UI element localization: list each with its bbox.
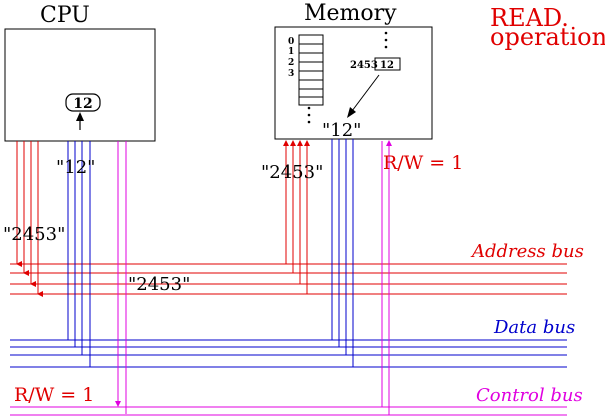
cpu-box <box>4 28 156 142</box>
cpu-address-sent-label: "2453" <box>3 224 65 245</box>
cpu-register <box>65 93 101 112</box>
memory-label: Memory <box>304 1 397 26</box>
cpu-label: CPU <box>40 3 90 28</box>
memory-row-label-3: 3 <box>288 69 294 79</box>
memory-stack-ellipsis <box>307 106 311 124</box>
memory-row-label-2: 2 <box>288 58 294 68</box>
cpu-data-lines <box>67 141 91 367</box>
data-bus-lines <box>10 339 567 368</box>
memory-read-arrow <box>351 74 380 112</box>
memory-rw-label: R/W = 1 <box>383 152 463 174</box>
memory-cell-stack <box>298 34 324 106</box>
memory-addressed-cell <box>374 57 401 71</box>
memory-address-lines <box>283 140 310 294</box>
address-bus-label: Address bus <box>470 241 584 262</box>
memory-address-received-label: "2453" <box>261 162 323 183</box>
memory-upper-ellipsis <box>384 31 388 49</box>
address-bus-lines <box>10 263 567 295</box>
data-bus-label: Data bus <box>493 317 575 338</box>
title-line-1: READ. <box>490 4 569 32</box>
cpu-rw-label: R/W = 1 <box>14 384 94 406</box>
memory-row-label-1: 1 <box>288 47 294 57</box>
memory-data-out-label: "12" <box>322 120 361 141</box>
memory-read-arrowhead <box>347 107 356 118</box>
cpu-data-in-arrowhead <box>76 112 84 121</box>
memory-address-label: 2453 <box>350 60 378 71</box>
memory-row-label-0: 0 <box>288 37 294 47</box>
control-bus-lines <box>10 406 567 416</box>
memory-cell-value: 12 <box>380 60 394 71</box>
title-line-2: operation <box>490 23 605 51</box>
cpu-register-value: 12 <box>73 96 92 112</box>
address-bus-value-label: "2453" <box>128 274 190 295</box>
cpu-data-received-label: "12" <box>56 157 95 178</box>
control-bus-label: Control bus <box>476 385 583 406</box>
cpu-address-lines <box>16 141 43 297</box>
memory-data-lines <box>331 139 354 367</box>
